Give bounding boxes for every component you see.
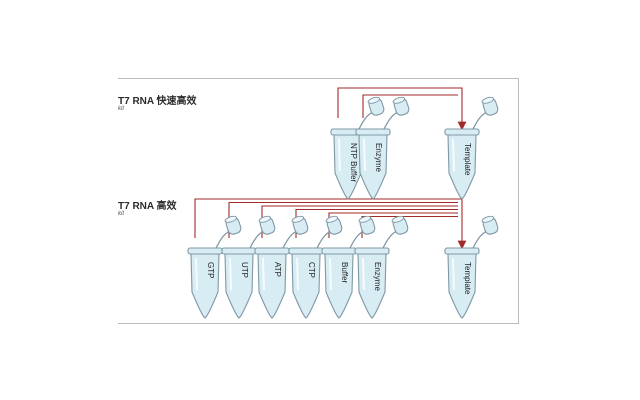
row2-tube-ctp-label: CTP: [307, 262, 316, 278]
row1-tube-enzyme: Enzyme: [355, 96, 410, 200]
row1-transfer-line-2: [362, 94, 458, 118]
row1-template-tube-label: Template: [463, 143, 472, 176]
row1-subtitle: kit: [118, 106, 124, 112]
row2-tube-buffer-label: Buffer: [340, 262, 349, 284]
row1-template-tube: Template: [444, 96, 499, 200]
row2-template-tube: Template: [444, 215, 499, 319]
row2-tube-atp: ATP: [254, 215, 309, 319]
row1-title: T7 RNA 快速高效: [118, 96, 197, 107]
row1-transfer-line-1: [337, 87, 467, 131]
row2-subtitle: kit: [118, 211, 124, 217]
diagram-frame: [118, 78, 519, 324]
row2-tube-buffer: Buffer: [321, 215, 376, 319]
row2-transfer-line-1: [194, 198, 467, 250]
row2-template-tube-label: Template: [463, 262, 472, 295]
row2-tube-utp: UTP: [221, 215, 276, 319]
row1-tube-ntp-buffer-label: NTP Buffer: [349, 143, 358, 183]
row2-transfer-line-6: [361, 215, 458, 238]
row1-tube-enzyme-label: Enzyme: [374, 143, 383, 172]
row1-tube-ntp-buffer: NTP Buffer: [330, 96, 385, 200]
row2-tube-gtp: GTP: [187, 215, 242, 319]
row2-tube-atp-label: ATP: [273, 262, 282, 277]
row2-tube-enzyme-label: Enzyme: [373, 262, 382, 291]
row2-transfer-line-4: [295, 208, 458, 238]
row2-tube-enzyme: Enzyme: [354, 215, 409, 319]
row2-title: T7 RNA 高效: [118, 201, 177, 212]
row2-tube-ctp: CTP: [288, 215, 343, 319]
row2-tube-gtp-label: GTP: [206, 262, 215, 278]
row2-tube-utp-label: UTP: [240, 262, 249, 278]
